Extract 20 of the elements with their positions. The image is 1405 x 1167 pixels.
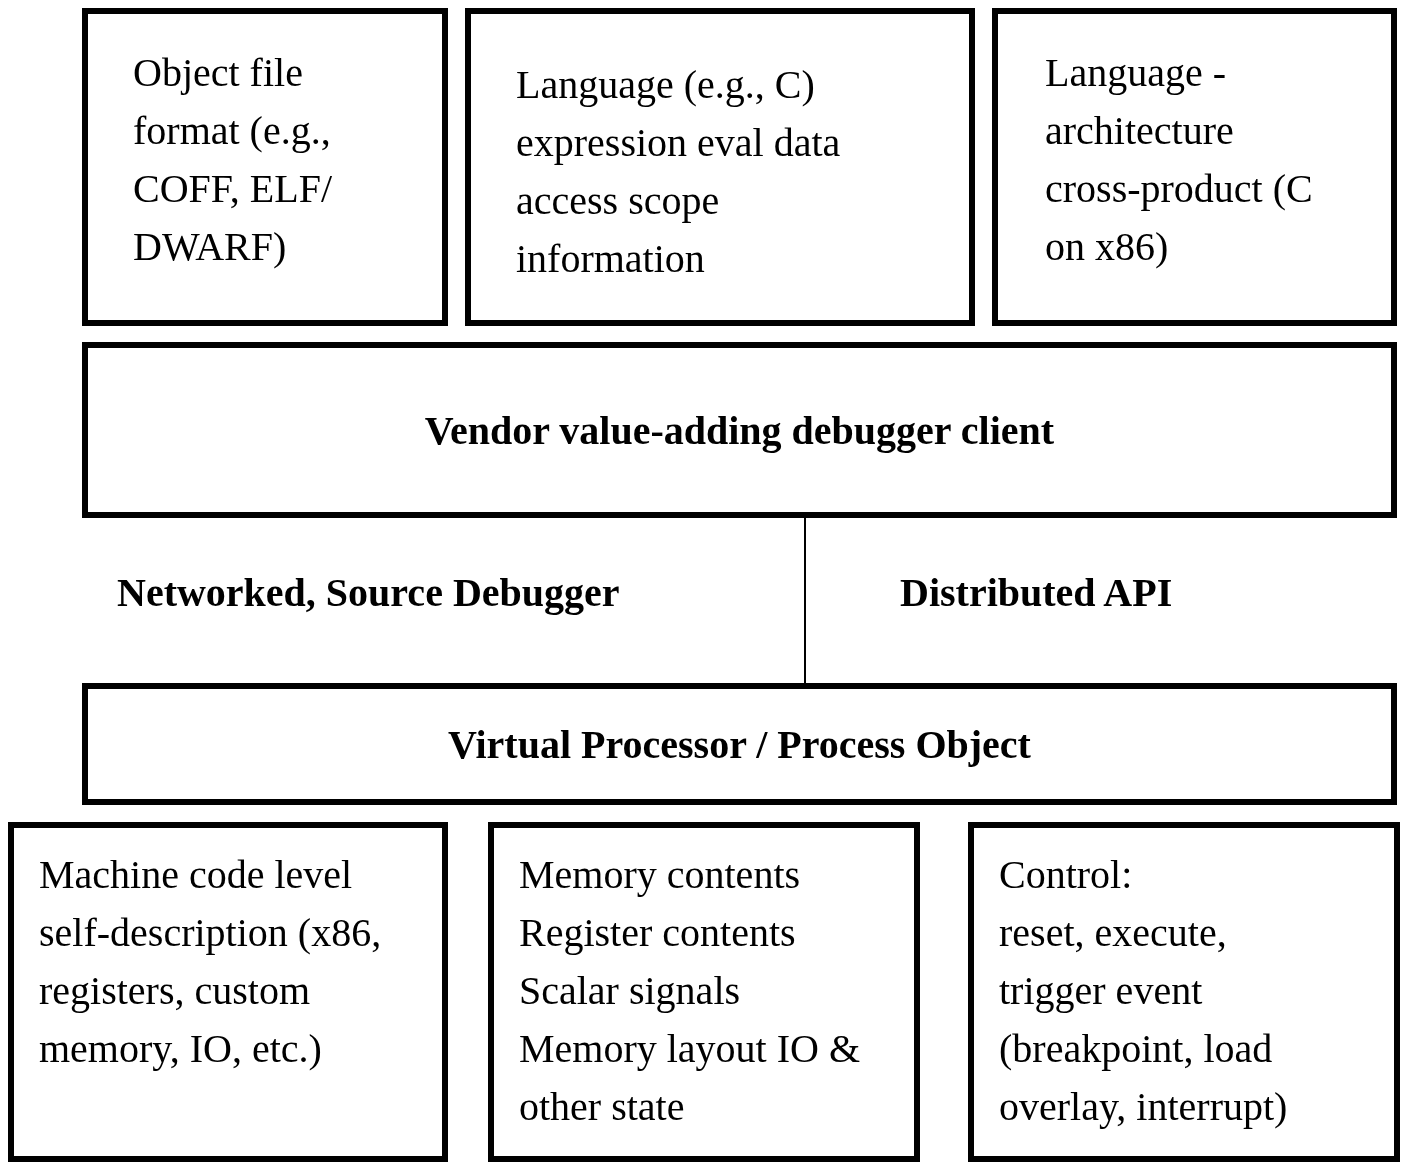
box-text: Memory contents Register contents Scalar signals Memory layout IO & other state bbox=[519, 851, 861, 1131]
layer-box bbox=[465, 8, 975, 326]
box-text: reset, execute, trigger event (breakpoint, load overlay, interrupt) bbox=[999, 909, 1289, 1131]
layer-box bbox=[82, 8, 448, 326]
box-text: Language (e.g., C) expression eval data access scope information bbox=[516, 61, 842, 283]
layer-box bbox=[992, 8, 1397, 326]
interface-label: Networked, Source Debugger bbox=[117, 569, 620, 617]
box-text: Language - architecture cross-product (C on x86) bbox=[1045, 49, 1314, 271]
layer-box bbox=[82, 342, 1397, 518]
connector-line bbox=[804, 517, 806, 684]
layer-title: Virtual Processor / Process Object bbox=[447, 721, 1032, 769]
layer-box bbox=[488, 822, 920, 1162]
box-text: Object file format (e.g., COFF, ELF/ DWARF) bbox=[133, 49, 334, 271]
interface-label: Distributed API bbox=[900, 569, 1173, 617]
box-text: Machine code level self-description (x86, registers, custom memory, IO, etc.) bbox=[39, 851, 383, 1073]
layer-title: Vendor value-adding debugger client bbox=[423, 407, 1056, 455]
layer-box bbox=[8, 822, 448, 1162]
box-text: Control: bbox=[999, 851, 1134, 899]
layer-box bbox=[968, 822, 1400, 1162]
layer-box bbox=[82, 683, 1397, 805]
